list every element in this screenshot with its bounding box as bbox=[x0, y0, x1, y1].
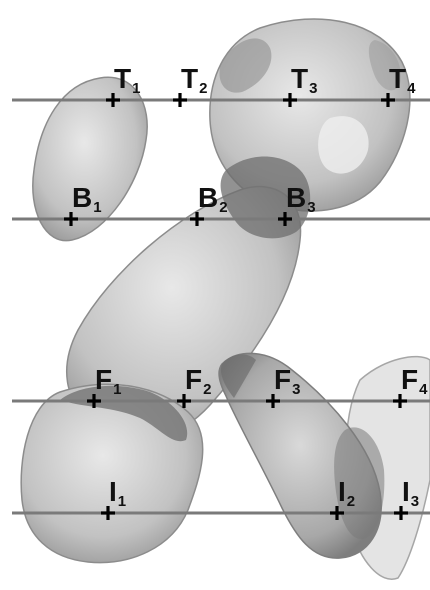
label-f3: F3 bbox=[274, 364, 300, 398]
label-t1: T1 bbox=[114, 63, 140, 97]
pebble-upper-left bbox=[33, 77, 147, 240]
label-t4: T4 bbox=[389, 63, 416, 97]
marker-t2 bbox=[173, 93, 187, 107]
label-t2: T2 bbox=[181, 63, 207, 97]
stone-shapes bbox=[21, 19, 430, 579]
